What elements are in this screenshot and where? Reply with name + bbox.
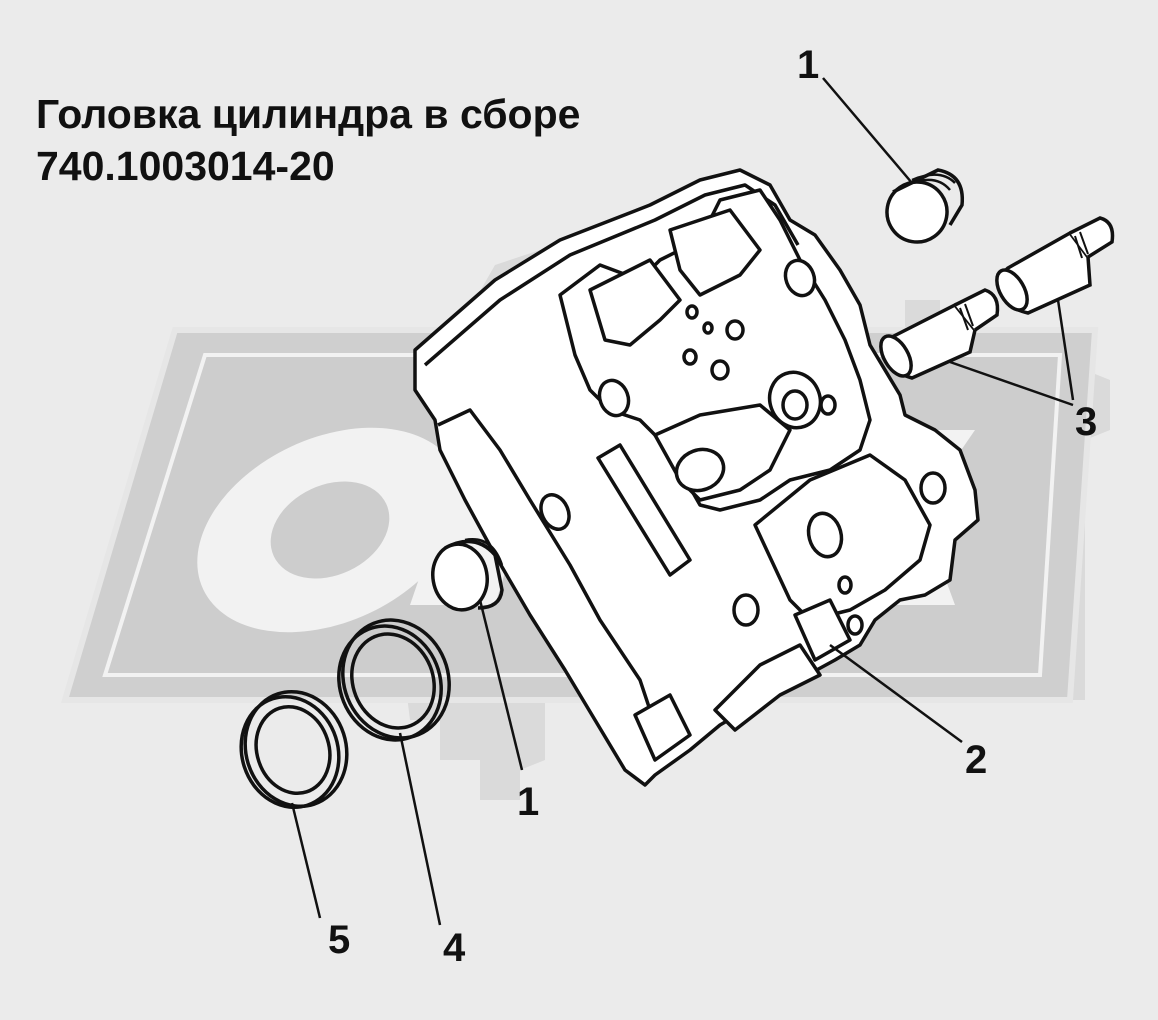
leader-3a [1056, 299, 1075, 401]
pin-lower-tip [954, 288, 1000, 332]
callout-3: 3 [1075, 400, 1098, 444]
cylinder-head-holes [539, 258, 947, 636]
pin-upper-end [995, 268, 1029, 312]
hole [674, 447, 726, 493]
diagram-title: Головка цилиндра в сборе 740.1003014-20 [36, 88, 580, 192]
hole [725, 319, 745, 341]
plug-body [892, 168, 965, 226]
ring-inner [254, 704, 332, 796]
front-slot [596, 443, 692, 577]
ring-outer-2 [239, 694, 341, 810]
leader-4 [398, 732, 442, 926]
leader-3b [949, 360, 1074, 407]
inner-rocker-pocket-2 [668, 208, 762, 297]
plug-thread [904, 173, 956, 191]
part-5-seal-ring [239, 689, 349, 810]
hole [806, 511, 844, 559]
pin-lower-end [879, 334, 913, 378]
pin-upper-tip [1069, 216, 1115, 259]
hole [702, 321, 714, 335]
callout-5: 5 [328, 918, 351, 962]
inner-rocker-pocket [588, 258, 682, 347]
front-face-edge [437, 408, 662, 741]
callout-1-front: 1 [517, 780, 540, 824]
part-4-seal-ring [337, 618, 451, 742]
part-1-plug-top [885, 168, 965, 244]
hole [685, 304, 699, 320]
part-3-pins [879, 216, 1115, 380]
callout-1-top: 1 [797, 43, 820, 87]
hole [837, 575, 853, 595]
leader-2 [829, 643, 963, 744]
hole [710, 359, 730, 381]
hole [846, 614, 864, 636]
hole [732, 593, 760, 627]
ring-inner [350, 632, 436, 730]
plug-thread [457, 538, 504, 566]
title-line-1: Головка цилиндра в сборе [36, 91, 581, 137]
lower-bracket [713, 643, 822, 732]
pin-upper-thread [1074, 231, 1089, 259]
hole [682, 348, 698, 366]
hole [919, 471, 947, 505]
hole [819, 394, 837, 416]
leader-1-top [822, 77, 913, 184]
lower-port [633, 693, 692, 762]
leader-1-front [478, 599, 524, 771]
part-1-plug-front [431, 538, 504, 612]
callout-2: 2 [965, 738, 988, 782]
hole [539, 493, 571, 531]
cylinder-head-top-rim [423, 183, 800, 367]
leader-5 [290, 802, 322, 919]
leader-lines [290, 77, 1075, 926]
ring-outer-2 [337, 624, 443, 742]
outlet-block [793, 598, 852, 662]
hole [597, 378, 631, 418]
hole [783, 258, 817, 298]
title-line-2: 740.1003014-20 [36, 143, 335, 189]
callout-4: 4 [443, 926, 466, 970]
watermark-letter-o-inner [270, 481, 390, 579]
pin-lower-thread [959, 303, 974, 331]
hole [781, 389, 809, 421]
